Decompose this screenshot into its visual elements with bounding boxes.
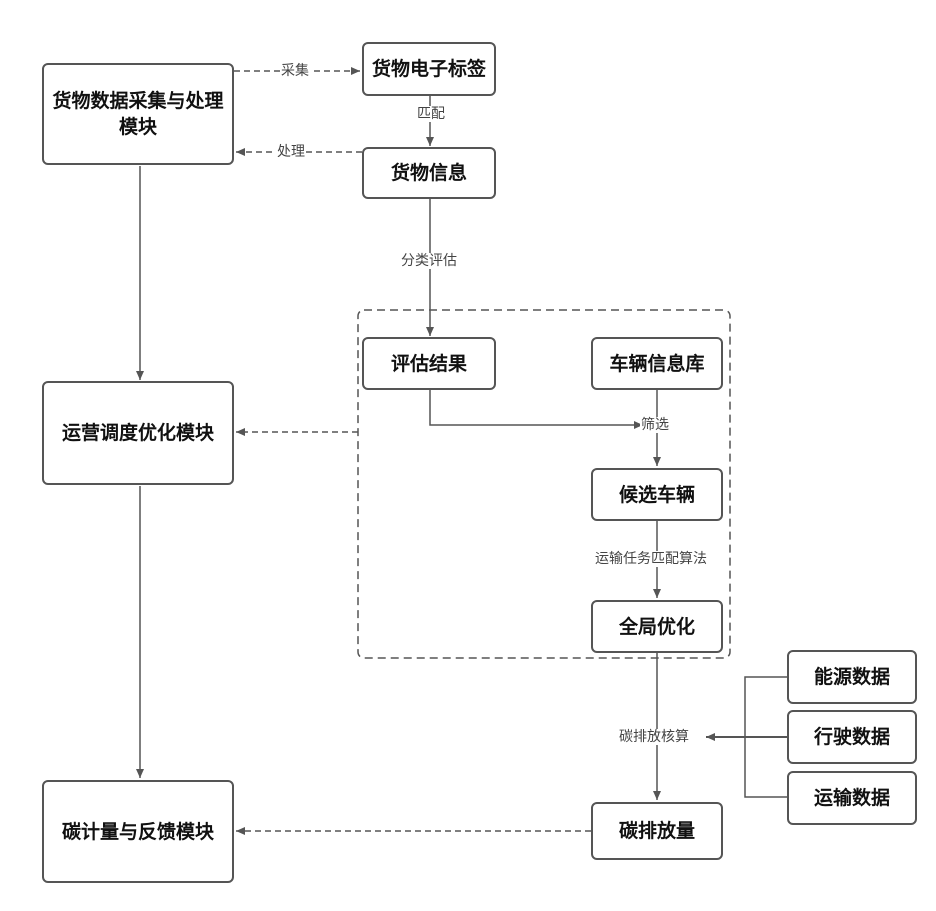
label-filter: 筛选 bbox=[640, 417, 670, 433]
carbon-emission-node: 碳排放量 bbox=[591, 802, 723, 860]
ops-scheduling-module: 运营调度优化模块 bbox=[42, 381, 234, 485]
carbon-feedback-module: 碳计量与反馈模块 bbox=[42, 780, 234, 883]
label-classify: 分类评估 bbox=[400, 253, 458, 269]
label-algorithm: 运输任务匹配算法 bbox=[594, 551, 708, 567]
cargo-data-module: 货物数据采集与处理模块 bbox=[42, 63, 234, 165]
label-carbon-calc: 碳排放核算 bbox=[618, 729, 690, 745]
driving-data-node: 行驶数据 bbox=[787, 710, 917, 764]
vehicle-db-node: 车辆信息库 bbox=[591, 337, 723, 390]
candidate-vehicles-node: 候选车辆 bbox=[591, 468, 723, 521]
global-optimization-node: 全局优化 bbox=[591, 600, 723, 653]
transport-data-node: 运输数据 bbox=[787, 771, 917, 825]
edge-eval-to-filter bbox=[430, 390, 643, 425]
cargo-info-node: 货物信息 bbox=[362, 147, 496, 199]
label-process: 处理 bbox=[276, 144, 306, 160]
label-collect: 采集 bbox=[280, 63, 310, 79]
eval-result-node: 评估结果 bbox=[362, 337, 496, 390]
label-match: 匹配 bbox=[416, 106, 446, 122]
energy-data-node: 能源数据 bbox=[787, 650, 917, 704]
electronic-tag-node: 货物电子标签 bbox=[362, 42, 496, 96]
